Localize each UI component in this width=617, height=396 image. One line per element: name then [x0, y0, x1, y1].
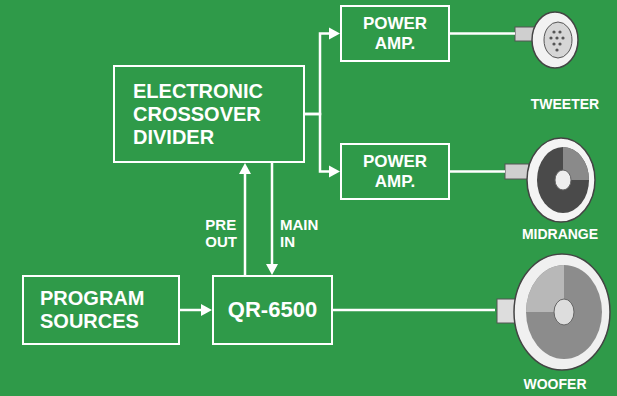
signal-arrow [180, 304, 212, 316]
signal-arrow [266, 163, 278, 275]
arrow-head [266, 264, 278, 275]
box-label: ELECTRONIC CROSSOVER DIVIDER [133, 80, 263, 149]
tweeter-speaker: TWEETER [515, 4, 615, 112]
signal-wire [333, 310, 495, 311]
box-label: POWER AMP. [363, 152, 427, 191]
edge-label: PRE OUT [205, 216, 237, 251]
speaker-label: WOOFER [524, 376, 587, 392]
connector-line [305, 34, 331, 115]
box-label: QR-6500 [228, 297, 317, 322]
box-label: POWER AMP. [363, 14, 427, 53]
connector-line [271, 163, 274, 266]
speaker-label: MIDRANGE [522, 226, 598, 242]
arrow-head [329, 28, 340, 40]
signal-arrow [305, 114, 340, 178]
box-label: PROGRAM SOURCES [40, 287, 144, 333]
connector-line [244, 172, 247, 275]
arrow-head [201, 304, 212, 316]
amplifier-box: POWER AMP. [340, 5, 450, 62]
woofer-icon [497, 254, 610, 370]
edge-label: MAIN IN [280, 216, 318, 251]
connector-line [305, 114, 331, 172]
arrow-head [329, 166, 340, 178]
arrow-head [239, 163, 251, 174]
connector-line [450, 32, 515, 35]
woofer-speaker: WOOFER [495, 252, 615, 392]
connector-line [180, 309, 203, 312]
speaker-label: TWEETER [531, 96, 599, 112]
signal-arrow [239, 163, 251, 275]
tweeter-icon [515, 12, 578, 68]
source-box: PROGRAM SOURCES [22, 275, 180, 345]
receiver-box: QR-6500 [212, 275, 333, 345]
midrange-icon [505, 138, 595, 222]
connector-line [333, 309, 495, 312]
midrange-speaker: MIDRANGE [505, 128, 615, 242]
signal-wire [450, 33, 515, 34]
crossover-box: ELECTRONIC CROSSOVER DIVIDER [113, 65, 305, 163]
connector-line [450, 170, 505, 173]
amplifier-box: POWER AMP. [340, 143, 450, 200]
signal-arrow [305, 28, 340, 115]
signal-wire [450, 171, 505, 172]
